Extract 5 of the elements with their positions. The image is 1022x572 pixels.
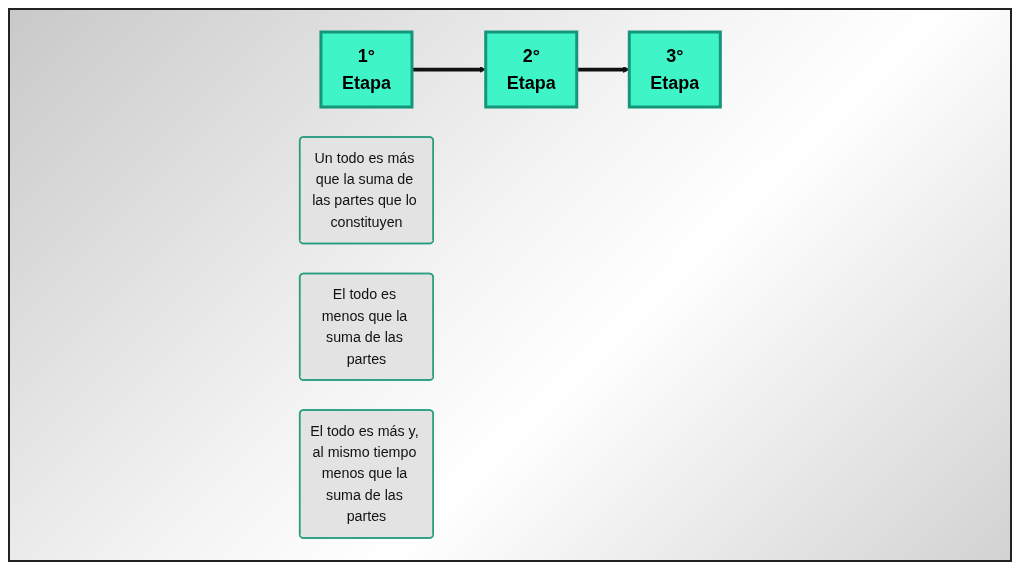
node-box: 2° Etapa	[484, 30, 579, 109]
arrow	[576, 66, 630, 73]
arrow	[411, 66, 486, 73]
node-box: 3° Etapa	[627, 30, 722, 109]
node-box: 1° Etapa	[319, 30, 414, 109]
